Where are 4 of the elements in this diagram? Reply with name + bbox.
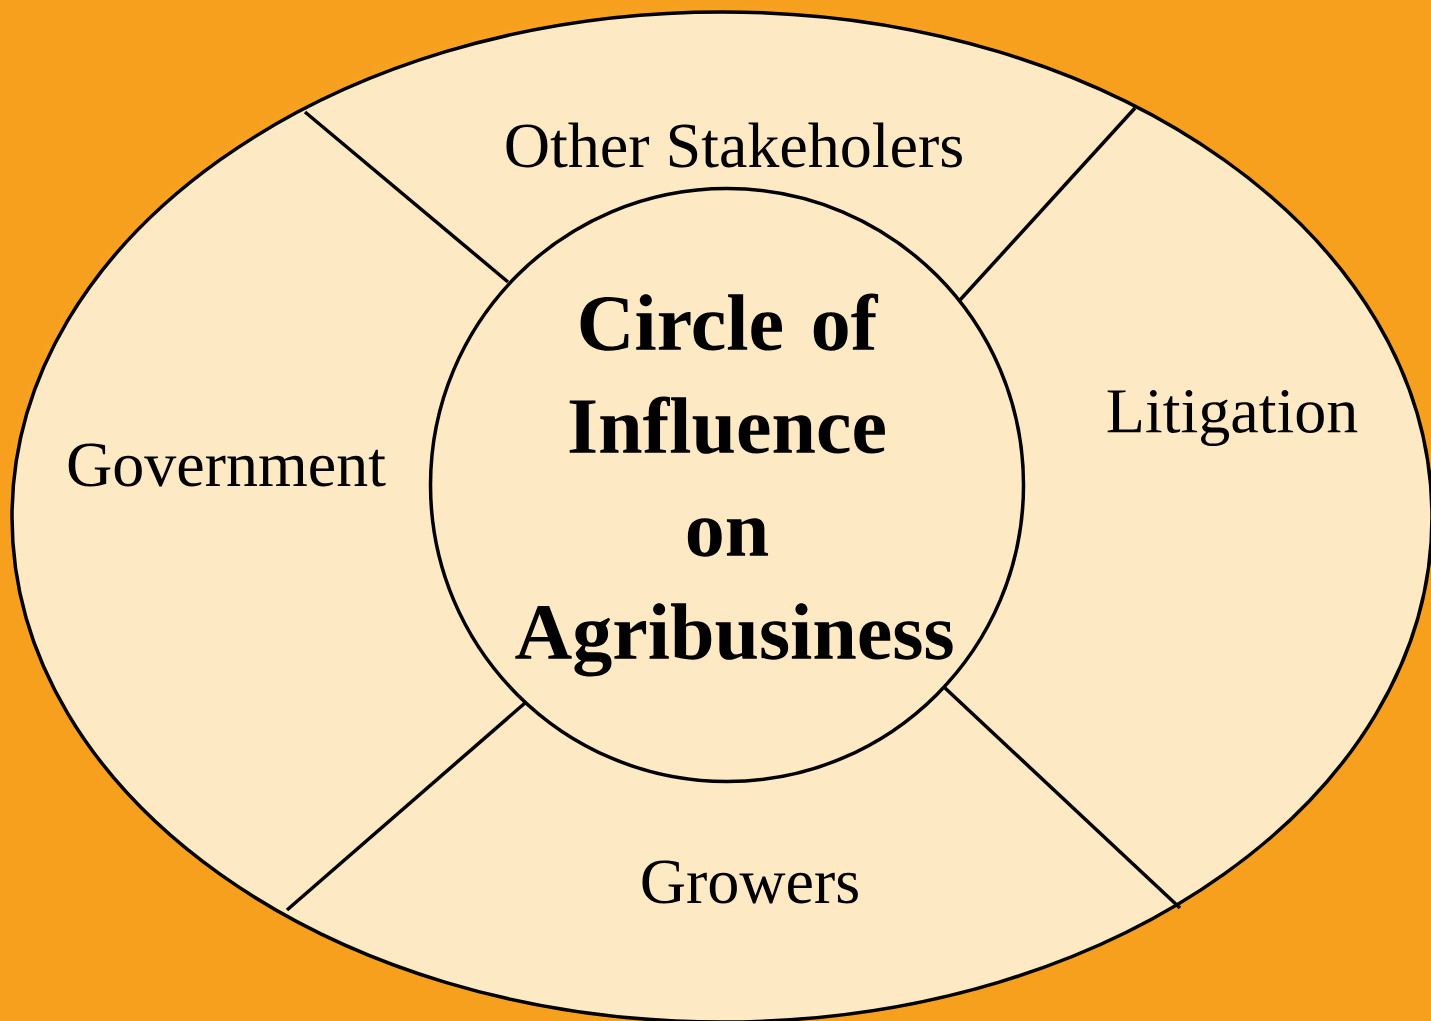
sector-label: Other Stakeholers (506, 122, 962, 168)
sector-label: Government (68, 443, 386, 487)
sector-label: Growers (642, 860, 858, 904)
sector-label: Litigation (1107, 389, 1358, 447)
